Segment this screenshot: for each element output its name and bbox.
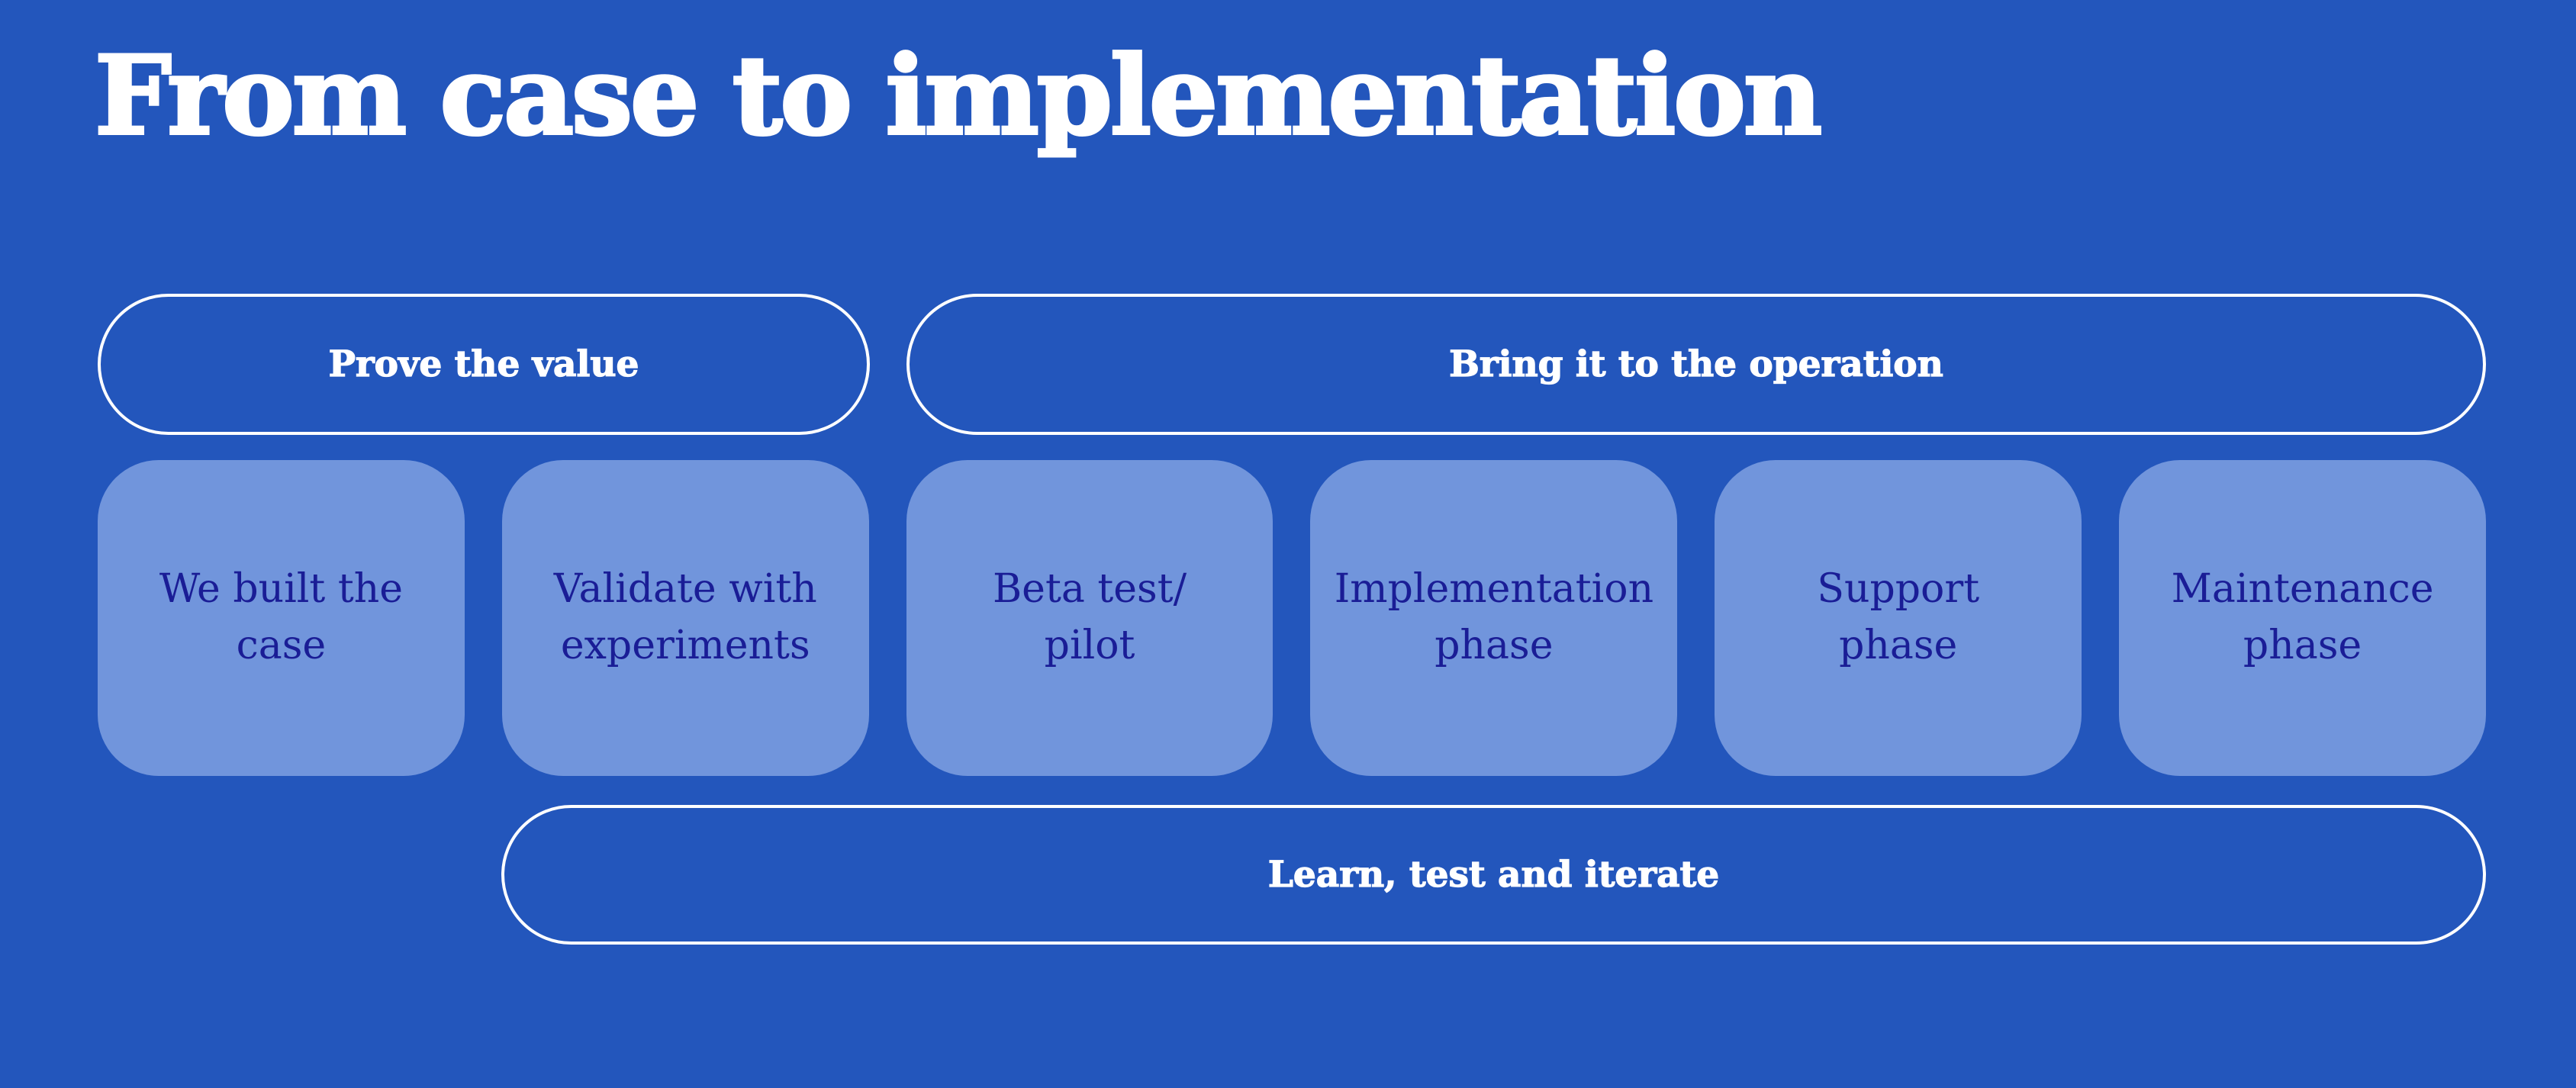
stage-card-built-case-label: We built the case bbox=[159, 566, 403, 668]
phase-banner-prove-the-value-label: Prove the value bbox=[328, 343, 639, 385]
phase-banner-bring-it-to-the-operation: Bring it to the operation bbox=[906, 294, 2486, 435]
stage-card-support-phase: Support phase bbox=[1715, 460, 2082, 776]
stage-card-implementation-phase-label: Implementation phase bbox=[1334, 566, 1654, 668]
phase-banner-prove-the-value: Prove the value bbox=[98, 294, 870, 435]
stage-card-support-phase-label: Support phase bbox=[1817, 566, 1980, 668]
banner-learn-test-and-iterate: Learn, test and iterate bbox=[501, 805, 2486, 945]
stage-card-built-case: We built the case bbox=[98, 460, 465, 776]
stage-card-validate-experiments: Validate with experiments bbox=[501, 460, 869, 776]
phase-banner-bring-it-to-the-operation-label: Bring it to the operation bbox=[1449, 343, 1944, 385]
stage-card-maintenance-phase: Maintenance phase bbox=[2119, 460, 2486, 776]
page-title: From case to implementation bbox=[93, 33, 1824, 159]
banner-learn-test-and-iterate-label: Learn, test and iterate bbox=[1267, 853, 1720, 896]
stage-card-implementation-phase: Implementation phase bbox=[1310, 460, 1678, 776]
stage-card-beta-pilot: Beta test/ pilot bbox=[906, 460, 1274, 776]
stage-card-maintenance-phase-label: Maintenance phase bbox=[2171, 566, 2434, 668]
stage-card-beta-pilot-label: Beta test/ pilot bbox=[992, 566, 1187, 668]
stage-card-validate-experiments-label: Validate with experiments bbox=[553, 566, 817, 668]
stage-row: We built the case Validate with experime… bbox=[98, 460, 2486, 776]
